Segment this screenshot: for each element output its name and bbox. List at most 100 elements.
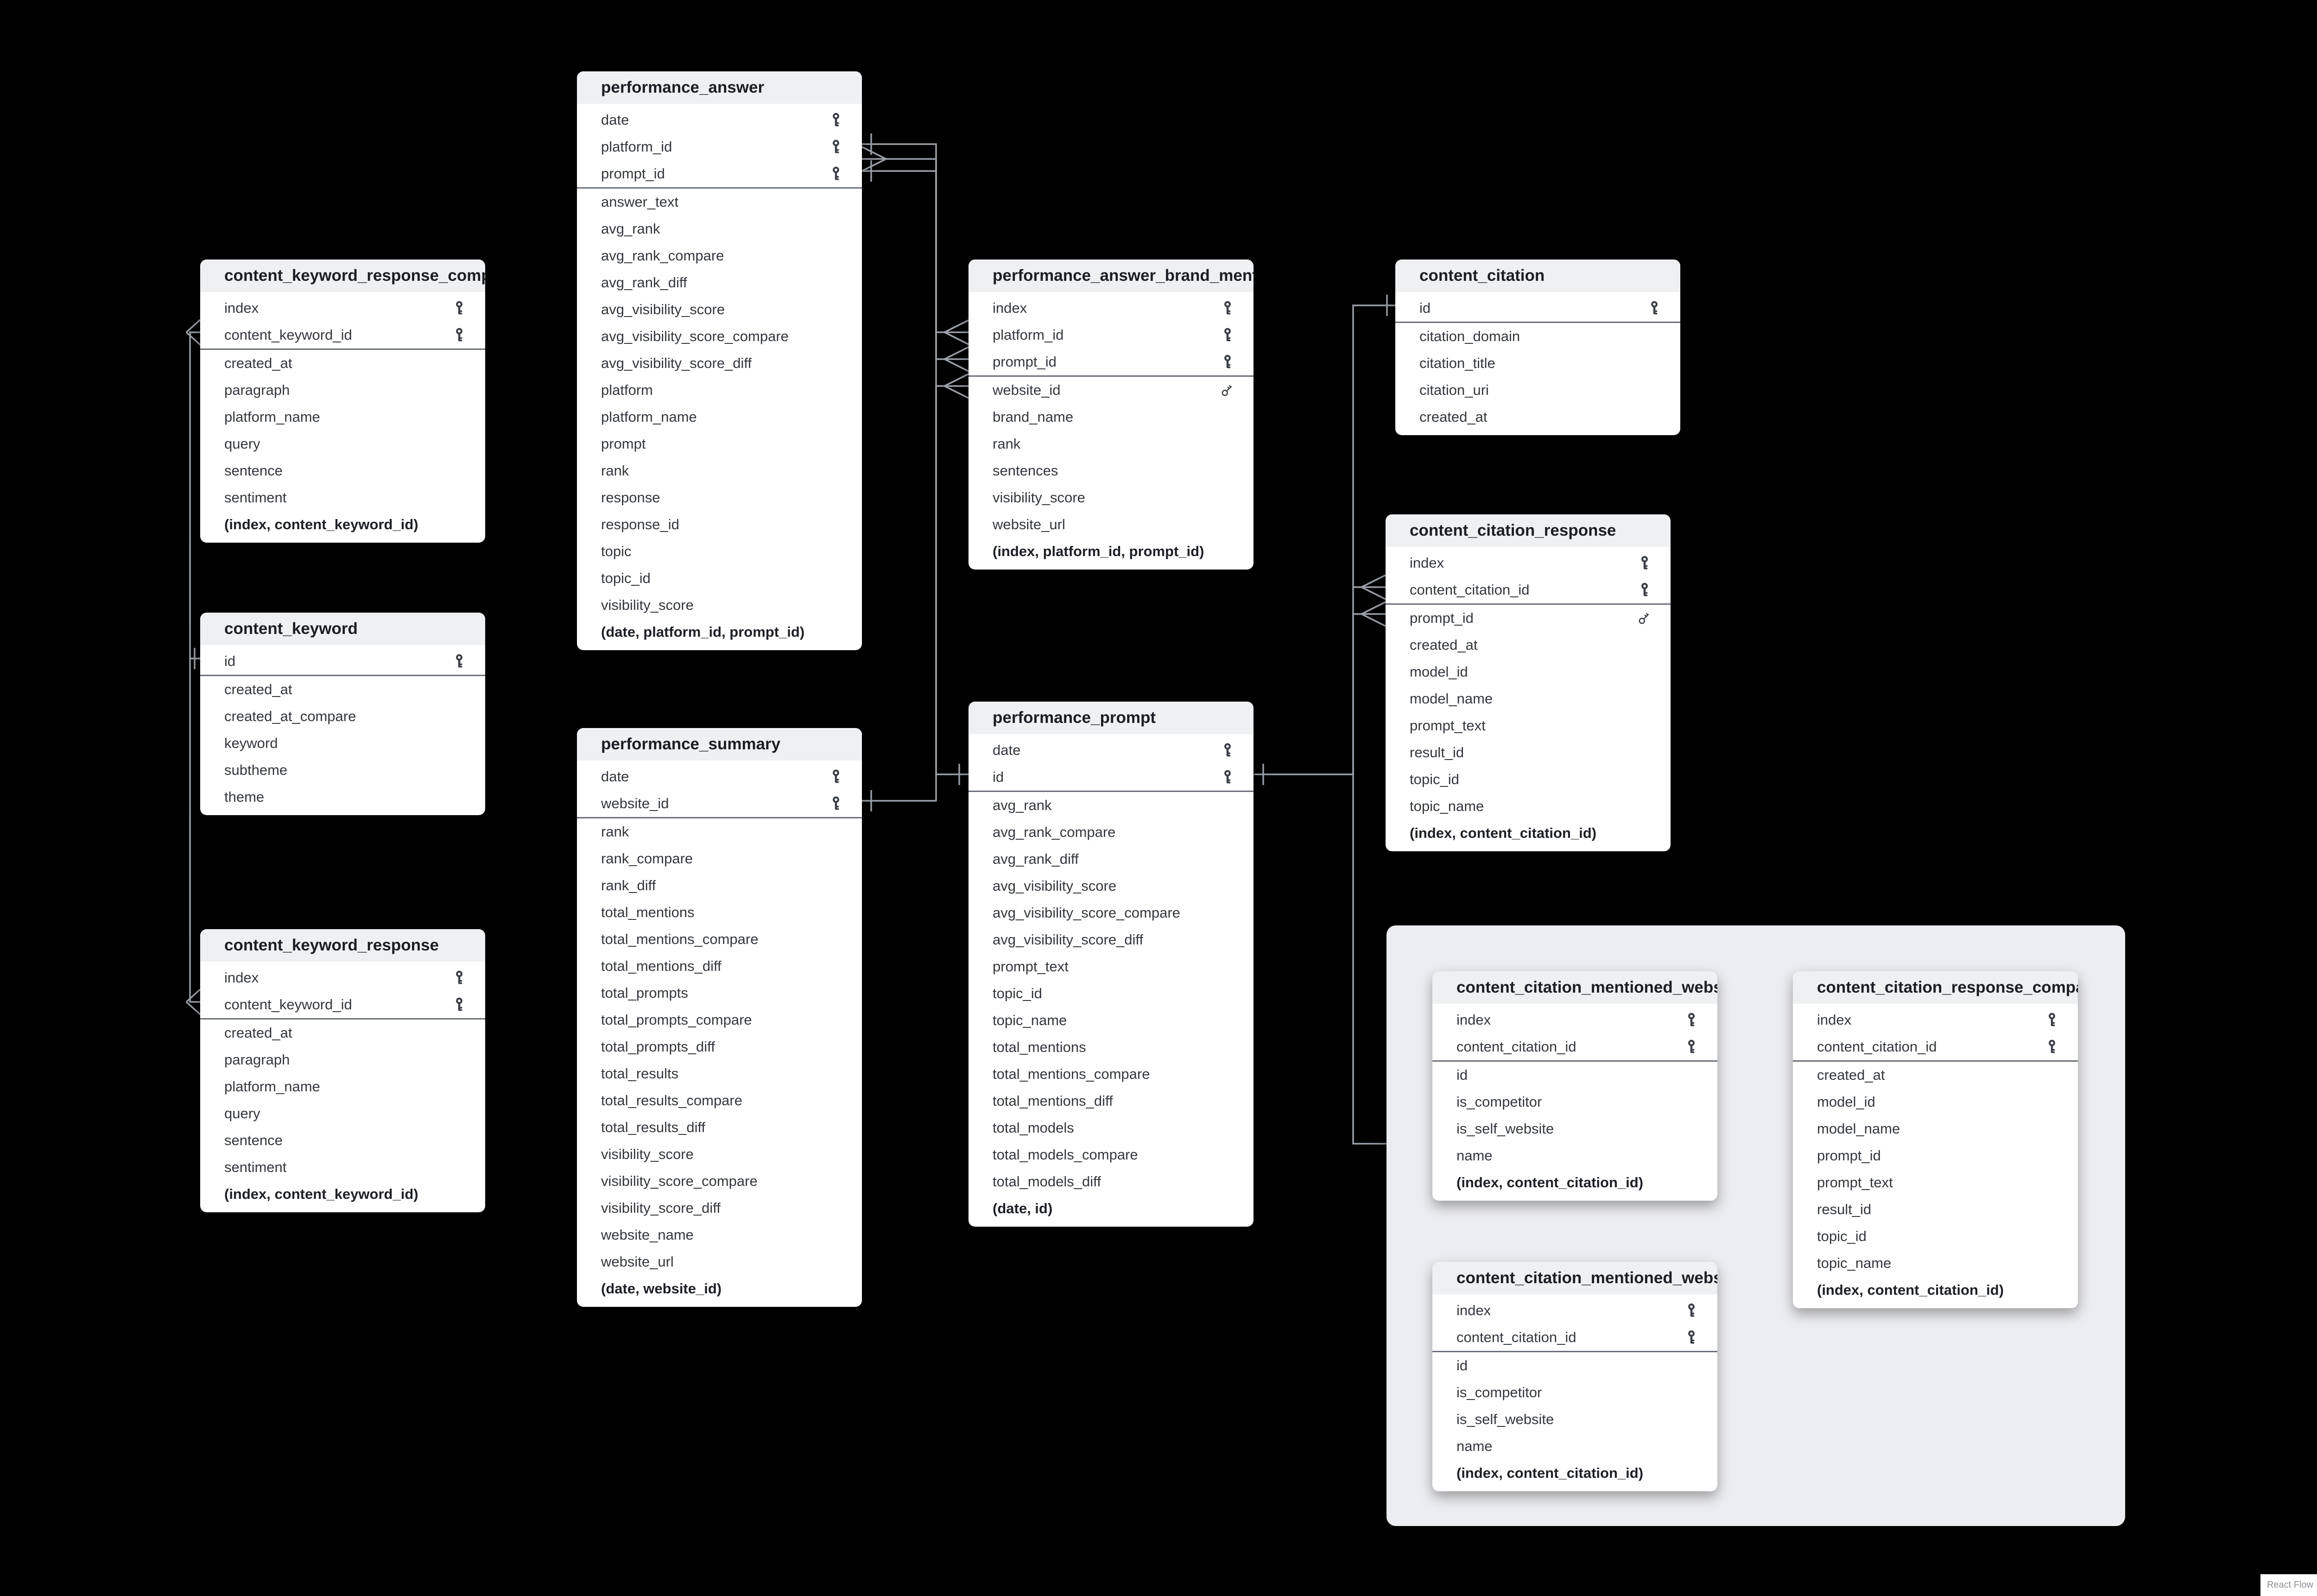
field-name: total_mentions_compare (601, 931, 759, 947)
table-title: content_citation_mentioned_website (1432, 971, 1717, 1004)
field-name: created_at (1410, 637, 1478, 653)
table-field-row: total_results_diff (577, 1114, 862, 1141)
table-field-row: total_mentions (969, 1034, 1253, 1061)
table-field-row: total_mentions (577, 899, 862, 926)
field-name: result_id (1410, 744, 1464, 760)
field-name: model_name (1410, 690, 1493, 707)
field-name: id (1456, 1357, 1468, 1374)
table-field-row: total_mentions_compare (969, 1061, 1253, 1088)
table-field-row: website_id (577, 790, 862, 817)
field-name: total_models_compare (993, 1146, 1138, 1163)
field-name: topic_id (601, 570, 651, 586)
edge-marker (1361, 613, 1386, 627)
field-name: (index, content_keyword_id) (224, 1186, 418, 1202)
field-name: visibility_score (993, 489, 1085, 506)
table-field-row: created_at (200, 350, 485, 377)
field-name: keyword (224, 735, 278, 751)
field-name: sentences (993, 462, 1058, 479)
field-name: created_at (1419, 409, 1488, 425)
field-name: prompt_id (1817, 1147, 1881, 1164)
table-field-row: theme (200, 784, 485, 811)
table-field-row: topic (577, 538, 862, 565)
primary-key-icon (1688, 1303, 1695, 1317)
key-divider (969, 375, 1253, 377)
composite-key-row: (date, id) (969, 1195, 1253, 1222)
field-name: id (1456, 1067, 1468, 1083)
field-name: avg_rank_compare (601, 247, 724, 264)
field-name: name (1456, 1438, 1493, 1454)
field-name: avg_visibility_score_diff (993, 931, 1144, 948)
field-name: content_citation_id (1456, 1039, 1576, 1055)
table-field-row: platform_id (577, 133, 862, 160)
field-name: is_competitor (1456, 1384, 1542, 1400)
primary-key-icon (833, 769, 839, 783)
table-field-row: prompt (577, 431, 862, 457)
field-name: index (224, 969, 259, 986)
table-field-row: website_id (969, 377, 1253, 404)
table-content_keyword_response_compare[interactable]: content_keyword_response_compare indexco… (200, 260, 485, 543)
reactflow-attribution-link[interactable]: React Flow (2260, 1574, 2317, 1596)
table-content_citation_mentioned_website_com[interactable]: content_citation_mentioned_website_com..… (1432, 1262, 1717, 1491)
table-field-row: sentiment (200, 484, 485, 511)
field-name: created_at (1817, 1067, 1885, 1083)
table-field-row: index (200, 964, 485, 991)
field-name: visibility_score (601, 597, 694, 613)
field-name: brand_name (993, 409, 1074, 425)
table-field-row: total_models (969, 1115, 1253, 1141)
table-field-row: rank (969, 431, 1253, 457)
table-field-row: visibility_score_diff (577, 1195, 862, 1222)
table-field-row: index (1432, 1007, 1717, 1033)
table-title: performance_summary (577, 728, 862, 760)
field-name: index (993, 300, 1027, 316)
field-name: prompt_id (993, 354, 1057, 370)
table-title: content_keyword_response_compare (200, 260, 485, 292)
field-name: sentiment (224, 489, 287, 506)
table-field-row: created_at (1793, 1062, 2078, 1089)
composite-key-row: (index, content_citation_id) (1793, 1277, 2078, 1304)
table-field-row: answer_text (577, 189, 862, 215)
table-field-row: platform_name (200, 1073, 485, 1100)
field-name: paragraph (224, 1051, 290, 1068)
field-name: id (993, 769, 1004, 785)
table-field-row: topic_name (1793, 1250, 2078, 1277)
primary-key-icon (1641, 583, 1648, 596)
table-field-row: date (969, 737, 1253, 764)
key-divider (577, 817, 862, 818)
table-content_citation_mentioned_website[interactable]: content_citation_mentioned_website index… (1432, 971, 1717, 1201)
table-field-row: query (200, 431, 485, 457)
table-field-row: avg_rank (577, 215, 862, 242)
field-name: created_at_compare (224, 708, 356, 724)
field-name: (index, platform_id, prompt_id) (993, 543, 1204, 559)
field-name: platform (601, 382, 653, 398)
field-name: prompt_text (1410, 717, 1486, 734)
table-field-row: date (577, 763, 862, 790)
foreign-key-icon (1222, 385, 1232, 396)
table-field-row: is_self_website (1432, 1406, 1717, 1433)
edge-marker (861, 146, 886, 160)
field-name: platform_id (601, 139, 672, 155)
table-field-row: visibility_score_compare (577, 1168, 862, 1195)
field-name: citation_uri (1419, 382, 1489, 398)
field-name: index (1456, 1302, 1491, 1318)
table-field-row: citation_domain (1395, 323, 1680, 350)
table-field-row: sentence (200, 457, 485, 484)
table-field-row: name (1432, 1142, 1717, 1169)
table-field-row: id (1432, 1062, 1717, 1089)
table-field-row: id (1395, 295, 1680, 322)
field-name: visibility_score_diff (601, 1200, 721, 1216)
table-field-row: visibility_score (577, 1141, 862, 1168)
field-name: topic (601, 543, 632, 559)
table-field-row: platform_id (969, 322, 1253, 348)
composite-key-row: (date, website_id) (577, 1275, 862, 1302)
table-field-row: is_competitor (1432, 1089, 1717, 1115)
